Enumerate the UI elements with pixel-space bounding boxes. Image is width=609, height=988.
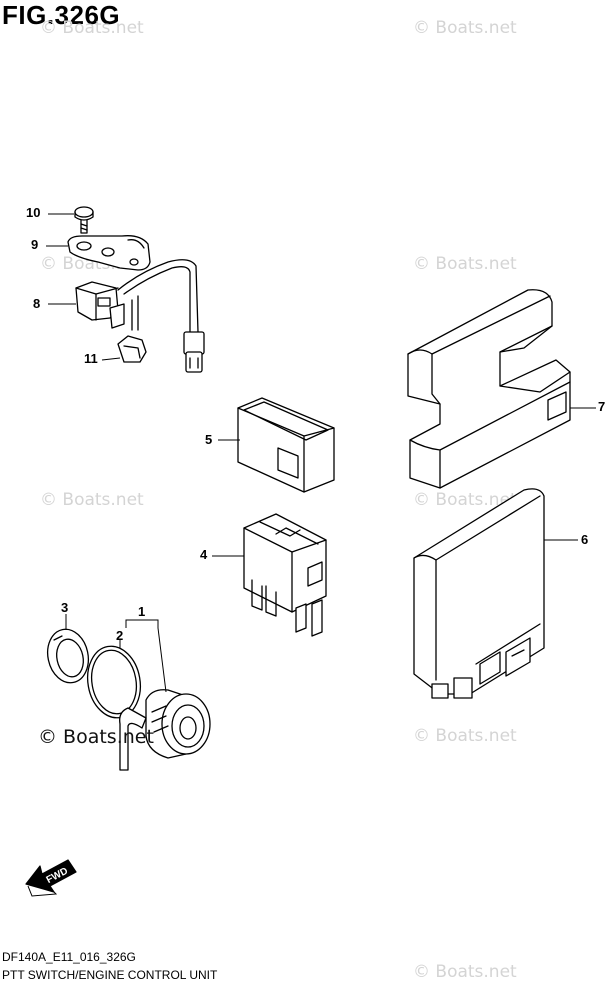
part-3-ring [46,628,90,684]
part-9-bracket [67,235,151,271]
callout-2: 2 [116,628,124,643]
part-10-screw [74,206,94,234]
part-2-o-ring [86,645,142,719]
callout-4: 4 [200,547,208,562]
part-7-sleeve [407,289,571,489]
figure-caption: PTT SWITCH/ENGINE CONTROL UNIT [2,968,218,982]
watermark: © Boats.net [413,726,517,746]
cable-harness [117,259,205,373]
figure-title: FIG.326G [2,0,121,30]
fwd-arrow-icon: FWD [25,859,77,897]
callout-3: 3 [61,600,69,615]
figure-code: DF140A_E11_016_326G [2,950,136,964]
part-4-module [243,513,327,637]
watermark: © Boats.net [413,962,517,982]
part-6-ecu [413,488,545,699]
watermark: © Boats.net [413,254,517,274]
part-1-ptt-switch [119,689,211,771]
callout-10: 10 [26,205,41,220]
part-11-clip [117,335,147,363]
leader-lines [46,213,596,693]
watermark: © Boats.net [40,490,144,510]
callout-5: 5 [205,432,213,447]
callout-6: 6 [581,532,589,547]
callout-7: 7 [598,399,606,414]
part-5-cover [237,397,335,493]
watermark: © Boats.net [413,18,517,38]
callout-11: 11 [84,351,98,366]
callout-8: 8 [33,296,41,311]
watermark: © Boats.net [40,18,144,38]
center-watermark: © Boats.net [38,726,154,748]
part-8-switch [75,281,125,329]
fwd-label: FWD [45,866,70,886]
callout-9: 9 [31,237,39,252]
watermark: © Boats.net [413,490,517,510]
callout-1: 1 [138,604,146,619]
